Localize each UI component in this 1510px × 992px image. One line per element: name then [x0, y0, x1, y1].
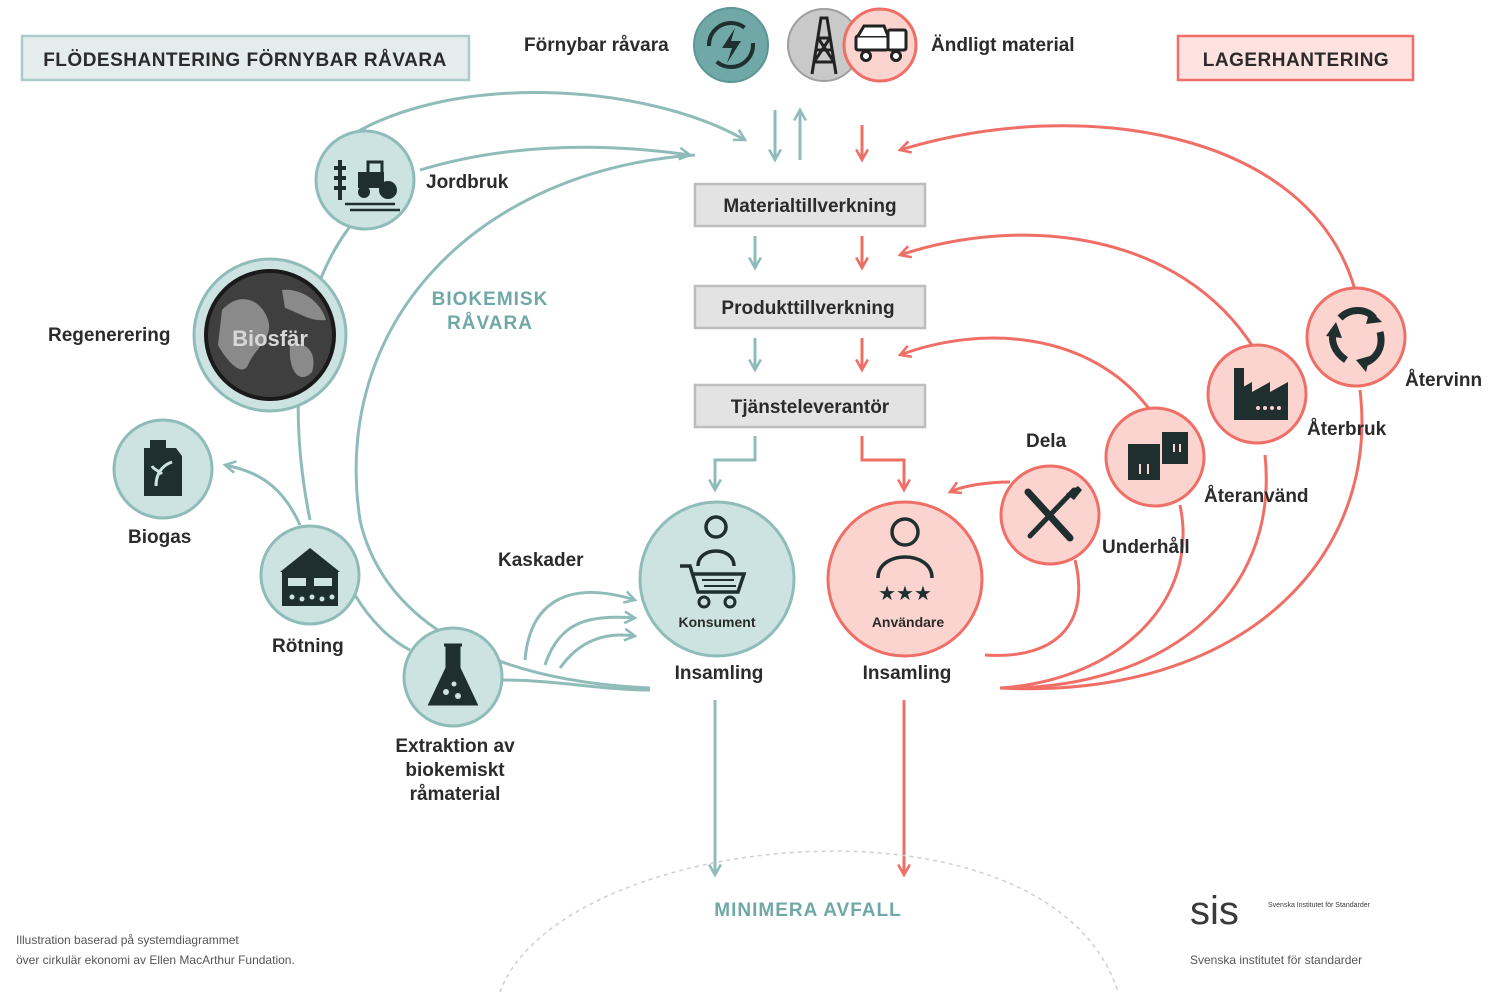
ateranvand-label: Återanvänd: [1204, 486, 1309, 507]
digester-icon: [259, 524, 361, 626]
footnote-line2: över cirkulär ekonomi av Ellen MacArthur…: [16, 953, 295, 967]
underhall-label: Underhåll: [1102, 537, 1190, 558]
finite-label: Ändligt material: [931, 35, 1075, 56]
footnote-line1: Illustration baserad på systemdiagrammet: [16, 933, 239, 947]
globe-icon: Biosfär: [192, 257, 348, 413]
sis-logo-small: Svenska Institutet för Standarder: [1268, 902, 1371, 909]
biokemisk-line2: RÅVARA: [447, 313, 533, 334]
header-left-text: FLÖDESHANTERING FÖRNYBAR RÅVARA: [43, 50, 447, 71]
biokemisk-line1: BIOKEMISK: [432, 289, 549, 310]
extraktion-line1: Extraktion av: [395, 736, 515, 757]
product-label: Produkttillverkning: [721, 298, 894, 319]
regenerering-label: Regenerering: [48, 325, 170, 346]
factory-icon: [1206, 343, 1308, 445]
kaskader-label: Kaskader: [498, 550, 584, 571]
sis-logo-text: sis: [1190, 889, 1239, 933]
svg-text:★★★: ★★★: [878, 583, 932, 605]
consumer-cart-icon: Konsument: [638, 500, 796, 658]
anvandare-label: Användare: [872, 614, 945, 630]
tech-insamling-label: Insamling: [863, 663, 952, 684]
bolt-recycle-icon: [693, 7, 769, 83]
jordbruk-label: Jordbruk: [426, 172, 509, 193]
tech-cycle-arcs: [900, 124, 1364, 691]
aterbruk-label: Återbruk: [1307, 419, 1387, 440]
service-box: Tjänsteleverantör: [693, 383, 927, 429]
rotning-label: Rötning: [272, 636, 344, 657]
user-stars-icon: ★★★ Användare: [826, 500, 984, 658]
service-label: Tjänsteleverantör: [731, 397, 890, 418]
product-box: Produkttillverkning: [693, 284, 927, 330]
extraktion-line3: råmaterial: [410, 784, 501, 805]
recycle-arrows-icon: [1305, 286, 1407, 388]
biosfar-label: Biosfär: [232, 326, 308, 351]
extraktion-line2: biokemiskt: [405, 760, 505, 781]
boxes-icon: [1104, 406, 1206, 508]
wrench-screwdriver-icon: [999, 464, 1101, 566]
biogas-label: Biogas: [128, 527, 191, 548]
header-right: LAGERHANTERING: [1176, 34, 1415, 82]
material-box: Materialtillverkning: [693, 182, 927, 228]
flask-icon: [402, 626, 504, 728]
header-right-text: LAGERHANTERING: [1203, 50, 1389, 71]
truck-icon: [842, 7, 918, 83]
sis-name: Svenska institutet för standarder: [1190, 953, 1362, 967]
teal-flow-arrows: [715, 110, 800, 875]
header-left: FLÖDESHANTERING FÖRNYBAR RÅVARA: [20, 34, 471, 82]
wheat-tractor-icon: [314, 129, 416, 231]
fuel-can-icon: [112, 418, 214, 520]
waste-dashed-arc: [499, 850, 1119, 992]
coral-flow-arrows: [862, 125, 904, 875]
material-label: Materialtillverkning: [723, 196, 896, 217]
dela-label: Dela: [1026, 431, 1067, 452]
atervinn-label: Återvinn: [1405, 370, 1482, 391]
bio-insamling-label: Insamling: [675, 663, 764, 684]
sis-logo: sis Svenska Institutet för Standarder: [1190, 889, 1371, 933]
oil-derrick-icon: [787, 8, 861, 82]
konsument-label: Konsument: [679, 614, 756, 630]
renewable-label: Förnybar råvara: [524, 35, 669, 56]
minimera-label: MINIMERA AVFALL: [714, 900, 901, 921]
